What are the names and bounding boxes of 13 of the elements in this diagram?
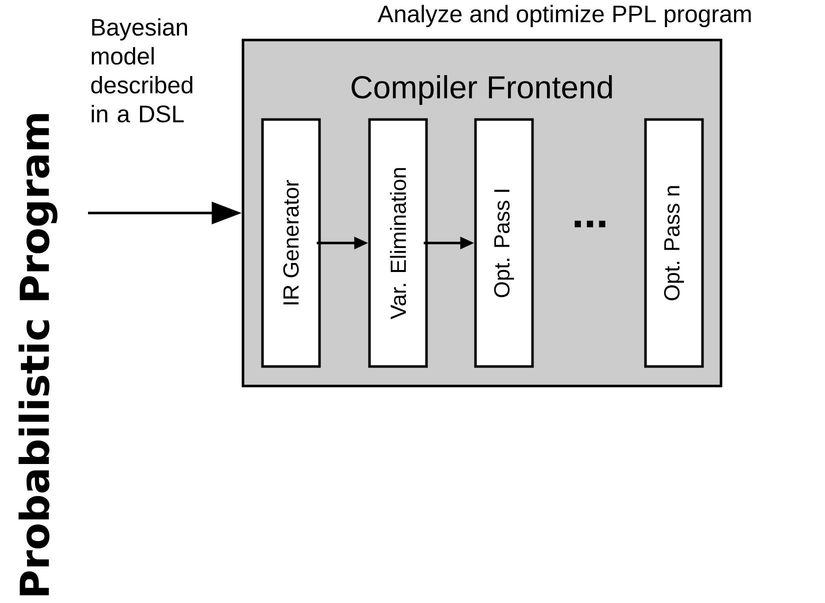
box-heading: Compiler Frontend	[352, 75, 612, 105]
pass-label: Var. Elimination	[390, 168, 406, 320]
box-caption: Analyze and optimize PPL program	[378, 4, 751, 28]
input-description: Bayesian model described in a DSL	[91, 18, 192, 122]
pass-label: Opt. Pass n	[664, 186, 684, 300]
pass-box	[474, 118, 534, 368]
pass-label: Opt. Pass I	[494, 190, 514, 298]
pass-box	[644, 118, 704, 368]
ellipsis: ...	[574, 220, 606, 228]
pass-label: IR Generator	[283, 180, 299, 304]
vertical-title: Probabilistic Program	[18, 114, 58, 596]
pass-box	[261, 118, 321, 368]
pass-box	[368, 118, 428, 368]
